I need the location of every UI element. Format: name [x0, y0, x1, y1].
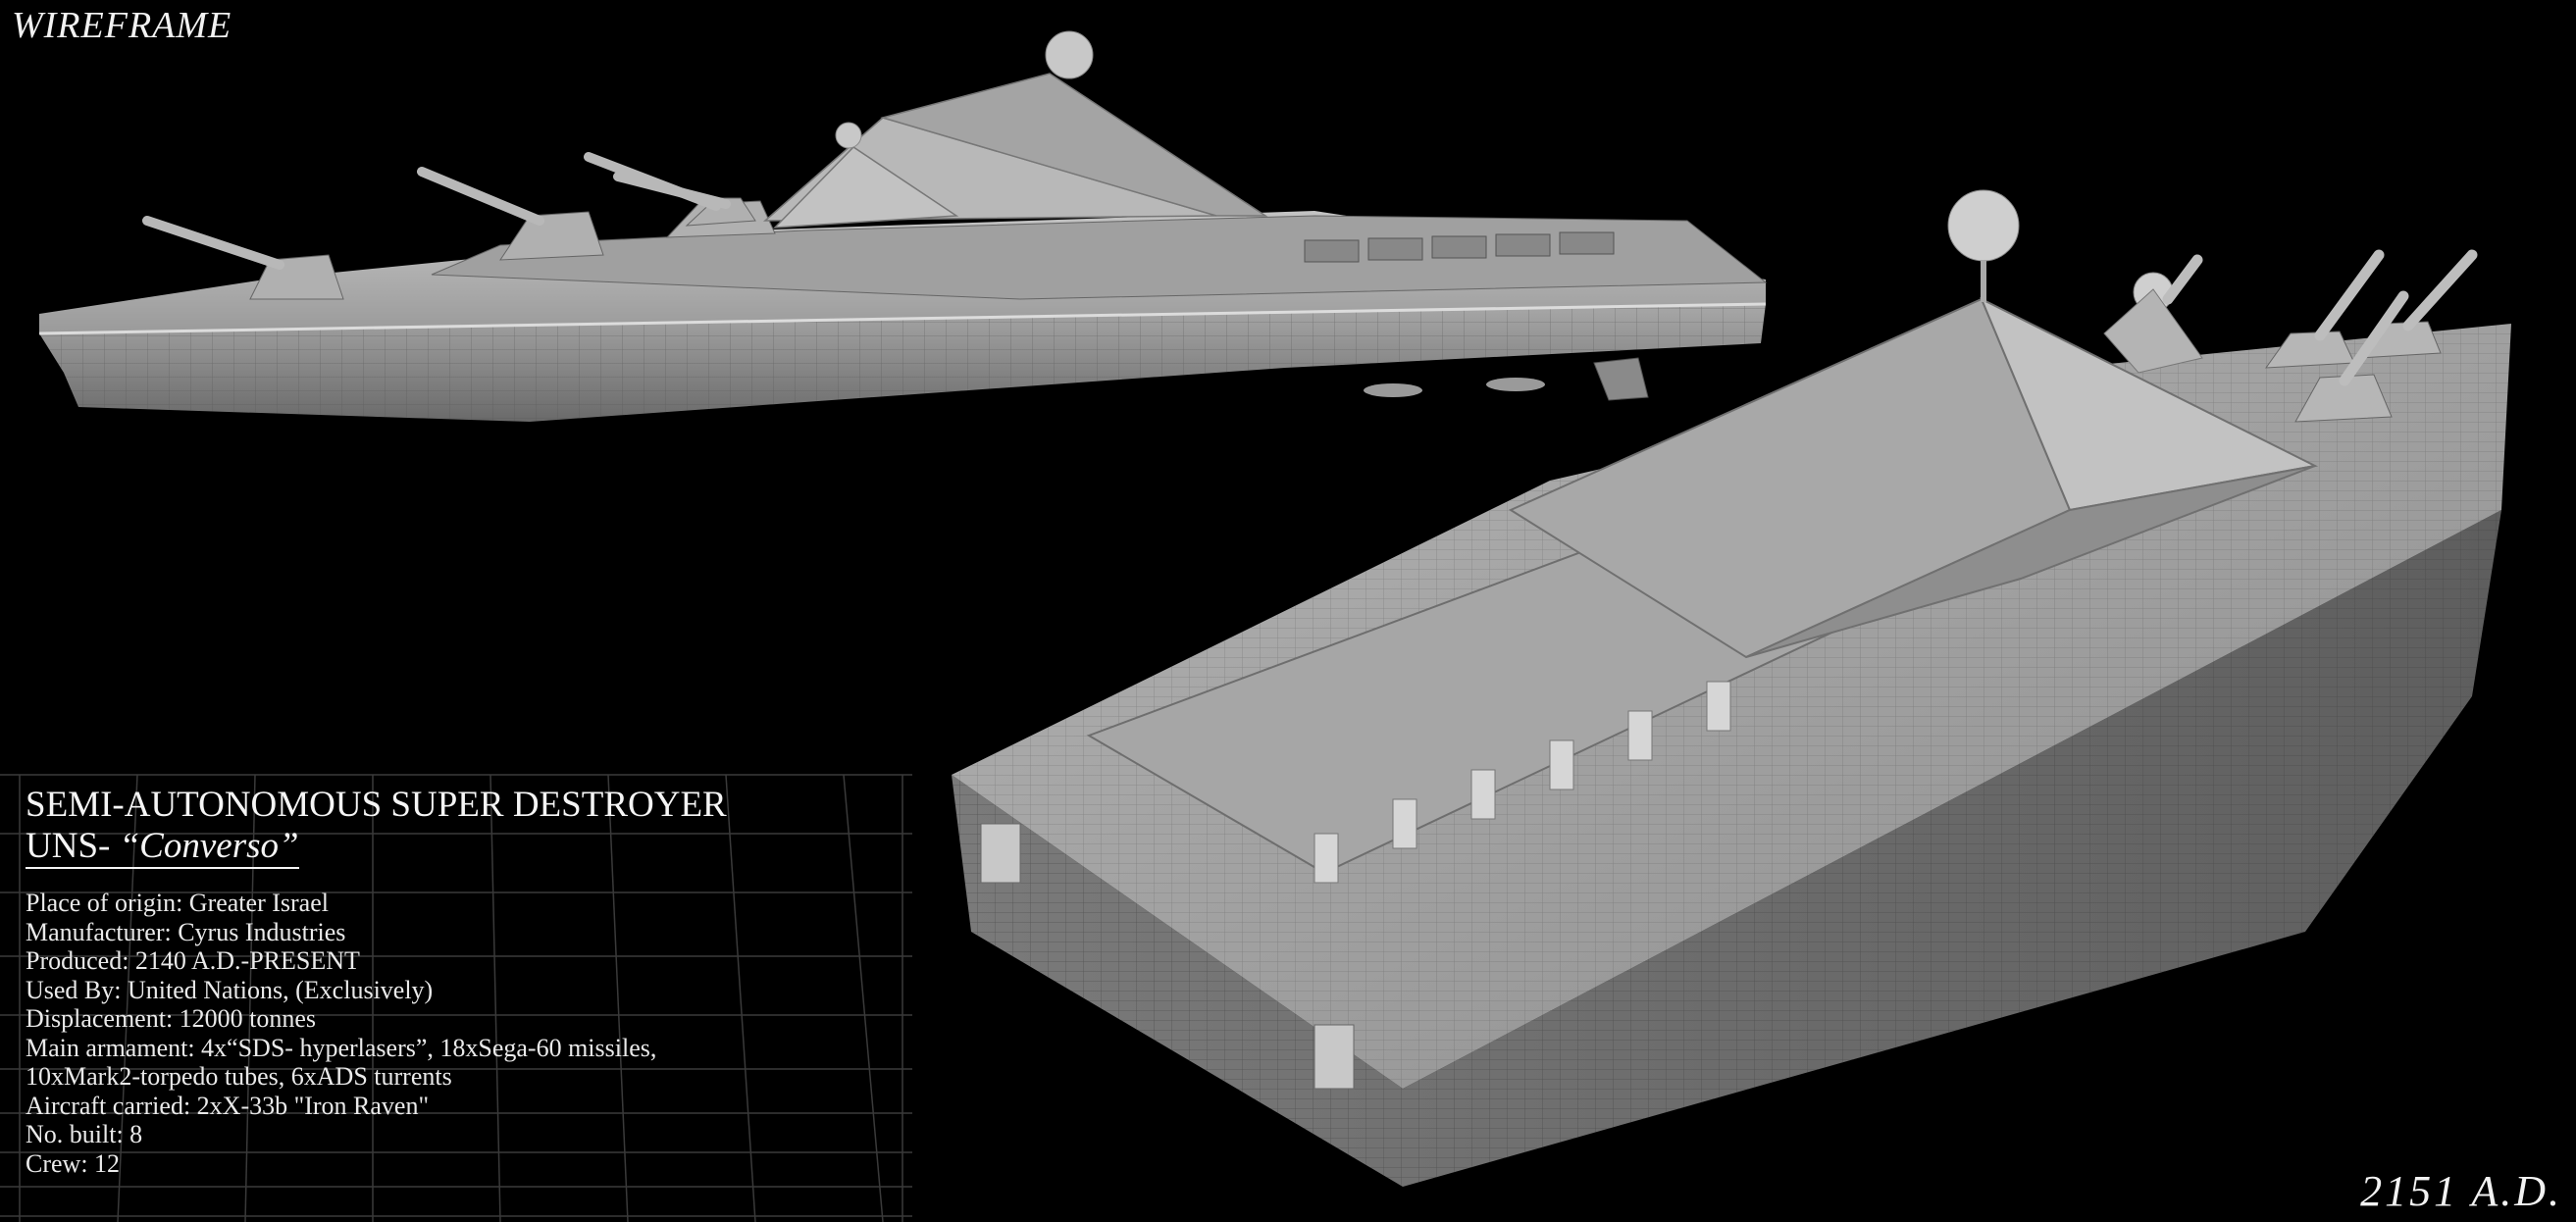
- spec-line: Crew: 12: [26, 1148, 121, 1178]
- ship-name: UNS- “Converso”: [26, 826, 299, 869]
- spec-line: Place of origin: Greater Israel: [26, 889, 329, 917]
- spec-line: Aircraft carried: 2xX-33b "Iron Raven": [26, 1091, 430, 1120]
- spec-line: Used By: United Nations, (Exclusively): [26, 975, 434, 1004]
- spec-line: Manufacturer: Cyrus Industries: [26, 917, 346, 946]
- ship-name-value: “Converso”: [119, 826, 299, 866]
- spec-line: Produced: 2140 A.D.-PRESENT: [26, 946, 360, 975]
- ship-class-title: SEMI-AUTONOMOUS SUPER DESTROYER: [26, 785, 727, 825]
- spec-panel: SEMI-AUTONOMOUS SUPER DESTROYER UNS- “Co…: [26, 785, 908, 1178]
- perspective-grid: [0, 774, 912, 1222]
- spec-line: Displacement: 12000 tonnes: [26, 1004, 317, 1033]
- wireframe-label: WIREFRAME: [12, 5, 232, 46]
- spec-line: Main armament: 4x“SDS- hyperlasers”, 18x…: [26, 1033, 657, 1062]
- spec-line: No. built: 8: [26, 1120, 143, 1148]
- ship-name-prefix: UNS-: [26, 826, 120, 866]
- ship-side-view: [39, 30, 1768, 422]
- ship-perspective-view: [952, 189, 2511, 1187]
- year-label: 2151 A.D.: [2360, 1167, 2562, 1215]
- spec-list: Place of origin: Greater Israel Manufact…: [26, 889, 908, 1178]
- spec-line: 10xMark2-torpedo tubes, 6xADS turrents: [26, 1062, 452, 1091]
